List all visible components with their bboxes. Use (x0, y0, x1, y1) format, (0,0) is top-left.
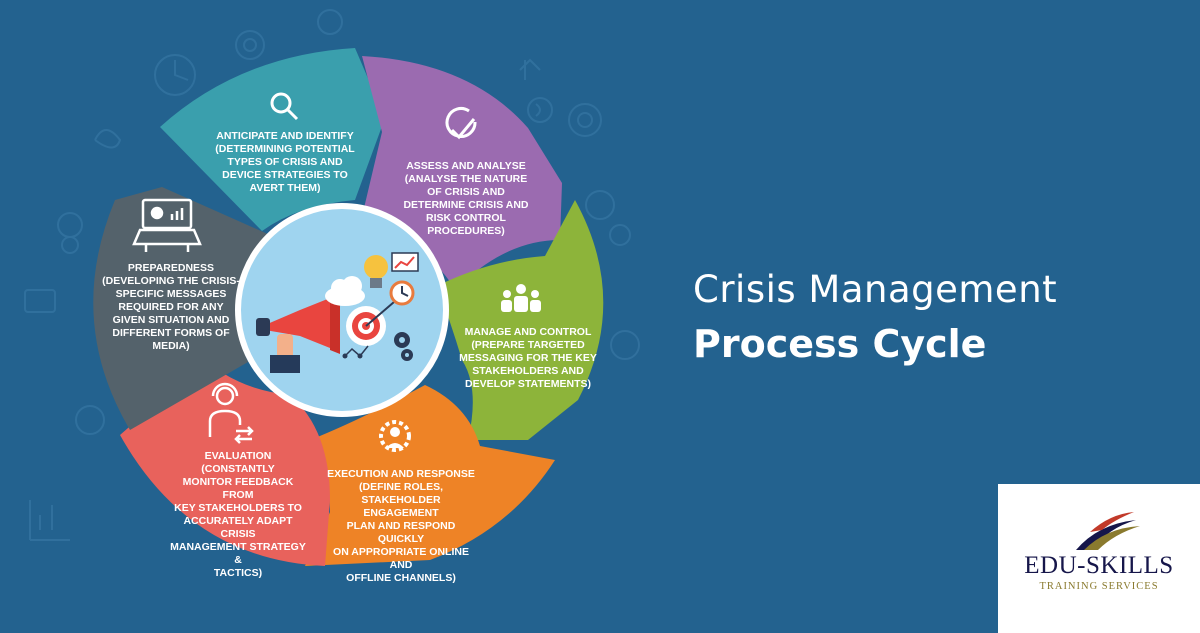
edu-skills-logo: EDU-SKILLS TRAINING SERVICES (998, 484, 1200, 633)
segment-preparedness (93, 187, 271, 430)
megaphone-icon (256, 292, 340, 373)
checkmark-cycle-icon (445, 107, 477, 140)
segment-evaluation (120, 360, 330, 566)
segment-text-preparedness: PREPAREDNESS (DEVELOPING THE CRISIS- SPE… (102, 262, 240, 352)
segment-text-anticipate: ANTICIPATE AND IDENTIFY (DETERMINING POT… (215, 130, 355, 194)
headset-person-icon (208, 382, 254, 444)
title-line-2: Process Cycle (693, 322, 987, 366)
target-icon (346, 301, 395, 346)
segment-manage (437, 200, 604, 440)
segment-anticipate (160, 48, 385, 231)
clock-icon (389, 280, 415, 306)
logo-main-text: EDU-SKILLS (1024, 552, 1174, 579)
segment-text-assess: ASSESS AND ANALYSE (ANALYSE THE NATURE O… (403, 160, 529, 237)
team-icon (501, 284, 541, 312)
magnifier-icon (270, 92, 299, 121)
network-icon (342, 345, 369, 359)
logo-emblem-icon (1076, 512, 1140, 550)
gears-icon (394, 332, 413, 361)
lightbulb-icon (364, 255, 388, 288)
logo-sub-text: TRAINING SERVICES (1039, 581, 1159, 592)
chart-icon (391, 252, 419, 272)
cloud-icon (325, 276, 365, 306)
laptop-chart-icon (132, 198, 202, 252)
segment-text-manage: MANAGE AND CONTROL (PREPARE TARGETED MES… (459, 326, 597, 390)
segment-text-evaluation: EVALUATION (CONSTANTLY MONITOR FEEDBACK … (170, 450, 306, 579)
segment-text-execution: EXECUTION AND RESPONSE (DEFINE ROLES, ST… (327, 468, 475, 584)
title-line-1: Crisis Management (693, 268, 1058, 311)
gear-person-icon (379, 420, 411, 452)
segment-execution (305, 385, 555, 566)
